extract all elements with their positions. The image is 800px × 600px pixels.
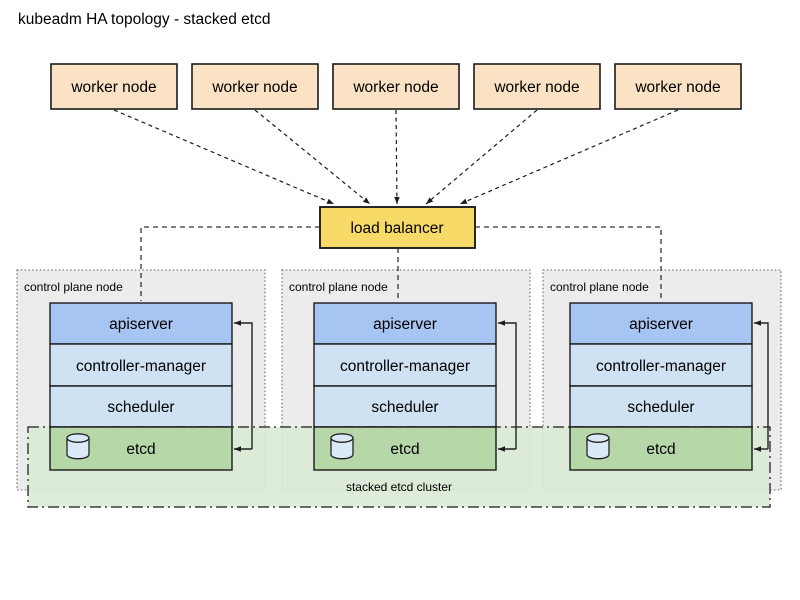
- apiserver-label: apiserver: [373, 316, 437, 333]
- controller-manager-box: [313, 343, 497, 387]
- worker-node-label: worker node: [352, 79, 438, 96]
- control-plane-label: control plane node: [289, 280, 388, 294]
- worker-node-2: worker node: [191, 63, 319, 110]
- worker-arrow-2: [254, 109, 371, 205]
- database-cylinder-icon: [66, 433, 90, 460]
- control-plane-label: control plane node: [550, 280, 649, 294]
- worker-node-4: worker node: [473, 63, 601, 110]
- apiserver-etcd-arrow: [234, 320, 253, 449]
- load-balancer: load balancer: [319, 206, 476, 249]
- etcd-label: etcd: [126, 441, 155, 458]
- etcd-box-2: etcd: [313, 426, 497, 471]
- scheduler-label: scheduler: [371, 399, 438, 416]
- control-plane-label: control plane node: [24, 280, 123, 294]
- load-balancer-label: load balancer: [350, 220, 443, 237]
- component-stack-1: apiserver controller-manager scheduler: [49, 302, 233, 428]
- worker-node-label: worker node: [211, 79, 297, 96]
- worker-node-label: worker node: [493, 79, 579, 96]
- scheduler-label: scheduler: [627, 399, 694, 416]
- controller-manager-label: controller-manager: [340, 358, 470, 375]
- worker-node-box: [614, 63, 742, 110]
- scheduler-label: scheduler: [107, 399, 174, 416]
- etcd-label: etcd: [646, 441, 675, 458]
- lb-connector-right: [475, 226, 662, 301]
- controller-manager-label: controller-manager: [76, 358, 206, 375]
- worker-node-label: worker node: [70, 79, 156, 96]
- worker-node-3: worker node: [332, 63, 460, 110]
- worker-node-box: [473, 63, 601, 110]
- apiserver-label: apiserver: [109, 316, 173, 333]
- lb-connector-left: [140, 226, 320, 301]
- worker-node-box: [50, 63, 178, 110]
- apiserver-box: [569, 302, 753, 345]
- worker-lb-arrows: [113, 109, 679, 205]
- scheduler-box: [313, 385, 497, 428]
- apiserver-etcd-arrow: [754, 320, 769, 449]
- database-cylinder-icon: [330, 433, 354, 460]
- database-cylinder-icon: [586, 433, 610, 460]
- worker-node-box: [332, 63, 460, 110]
- apiserver-etcd-arrow: [498, 320, 517, 449]
- worker-node-box: [191, 63, 319, 110]
- load-balancer-box: [319, 206, 476, 249]
- diagram-title: kubeadm HA topology - stacked etcd: [18, 11, 270, 28]
- component-stack-2: apiserver controller-manager scheduler: [313, 302, 497, 428]
- scheduler-box: [569, 385, 753, 428]
- lb-apiserver-connectors: [140, 226, 662, 301]
- etcd-box-3: etcd: [569, 426, 753, 471]
- controller-manager-label: controller-manager: [596, 358, 726, 375]
- worker-node-1: worker node: [50, 63, 178, 110]
- worker-node-label: worker node: [634, 79, 720, 96]
- worker-arrow-5: [459, 109, 679, 205]
- component-stack-3: apiserver controller-manager scheduler: [569, 302, 753, 428]
- worker-node-5: worker node: [614, 63, 742, 110]
- worker-nodes: worker node worker node worker node work…: [50, 63, 742, 110]
- worker-arrow-1: [113, 109, 335, 205]
- worker-arrow-4: [425, 109, 538, 205]
- etcd-label: etcd: [390, 441, 419, 458]
- worker-arrow-3: [394, 109, 400, 205]
- apiserver-box: [313, 302, 497, 345]
- apiserver-etcd-connectors: [234, 320, 769, 452]
- etcd-box-1: etcd: [49, 426, 233, 471]
- apiserver-label: apiserver: [629, 316, 693, 333]
- stacked-etcd-cluster-label: stacked etcd cluster: [346, 480, 452, 494]
